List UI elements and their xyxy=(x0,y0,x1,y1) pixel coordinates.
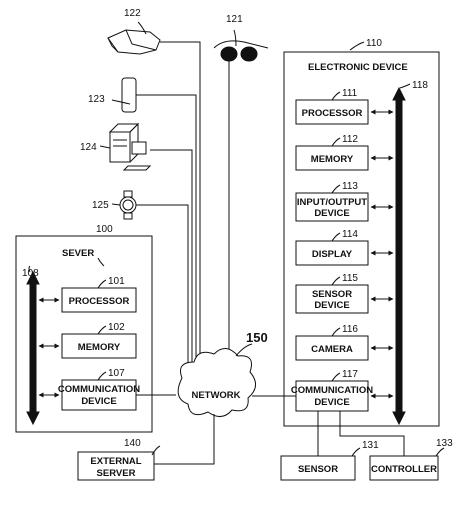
server-memory-box xyxy=(61,333,137,359)
external-server-line xyxy=(154,414,215,465)
glasses-ref: 121 xyxy=(226,14,243,25)
server-processor-ref: 101 xyxy=(108,276,125,287)
phone-ref: 123 xyxy=(88,94,105,105)
desktop-network-line xyxy=(150,149,193,380)
watch-ref: 125 xyxy=(92,200,109,211)
phone-network-line xyxy=(136,94,197,378)
ed-processor-ref: 111 xyxy=(342,88,358,99)
controller-label: CONTROLLER xyxy=(371,464,437,475)
server-memory-ref: 102 xyxy=(108,322,125,333)
network-ref: 150 xyxy=(246,330,268,345)
server-memory-label: MEMORY xyxy=(78,342,121,353)
ed-io-ref: 113 xyxy=(342,181,358,192)
network-cloud xyxy=(177,348,256,417)
ed-memory-ref: 112 xyxy=(342,134,358,145)
server-comm-ref: 107 xyxy=(108,368,125,379)
smartphone-icon xyxy=(121,77,137,113)
ed-sensor-line1: SENSOR xyxy=(312,289,352,300)
vr-network-line xyxy=(160,41,201,378)
electronic-device-frame xyxy=(283,51,440,427)
ed-title: ELECTRONIC DEVICE xyxy=(308,62,408,73)
ed-comm-ref: 117 xyxy=(342,369,358,380)
vr-headset-icon xyxy=(107,29,161,55)
server-ref: 100 xyxy=(96,224,113,235)
ed-memory-label: MEMORY xyxy=(311,154,354,165)
desktop-computer-icon xyxy=(108,122,152,171)
ed-ref: 110 xyxy=(366,38,382,49)
sensor-ext-label: SENSOR xyxy=(298,464,338,475)
watch-network-line xyxy=(136,204,189,382)
controller-ref: 133 xyxy=(436,438,453,449)
server-comm-line2: DEVICE xyxy=(81,396,116,407)
glasses-icon xyxy=(213,40,269,62)
external-server-ref: 140 xyxy=(124,438,141,449)
ed-display-label: DISPLAY xyxy=(312,249,353,260)
ed-bus-bar xyxy=(395,97,403,415)
ed-camera-label: CAMERA xyxy=(311,344,353,355)
ed-sensor-ref: 115 xyxy=(342,273,358,284)
ed-io-line2: DEVICE xyxy=(314,208,349,219)
external-server-line2: SERVER xyxy=(97,468,136,479)
ed-bus-ref: 118 xyxy=(412,80,428,91)
server-bus-bar xyxy=(29,281,37,415)
ed-io-line1: INPUT/OUTPUT xyxy=(297,197,367,208)
ed-sensor-line2: DEVICE xyxy=(314,300,349,311)
ed-display-ref: 114 xyxy=(342,229,358,240)
ed-comm-line1: COMMUNICATION xyxy=(291,385,373,396)
smartwatch-icon xyxy=(119,190,137,220)
ed-comm-line2: DEVICE xyxy=(314,397,349,408)
comm-controller-line xyxy=(339,411,405,456)
ed-camera-ref: 116 xyxy=(342,324,358,335)
server-bus-ref: 108 xyxy=(22,268,39,279)
ed-processor-label: PROCESSOR xyxy=(302,108,363,119)
sensor-ext-ref: 131 xyxy=(362,440,379,451)
server-title: SEVER xyxy=(62,248,94,259)
external-server-line1: EXTERNAL xyxy=(90,456,141,467)
server-comm-line1: COMMUNICATION xyxy=(58,384,140,395)
server-processor-label: PROCESSOR xyxy=(69,296,130,307)
desktop-ref: 124 xyxy=(80,142,97,153)
server-frame xyxy=(15,235,153,433)
external-server-box xyxy=(77,451,155,481)
vr-headset-ref: 122 xyxy=(124,8,141,19)
network-label: NETWORK xyxy=(191,390,240,401)
server-processor-box xyxy=(61,287,137,313)
